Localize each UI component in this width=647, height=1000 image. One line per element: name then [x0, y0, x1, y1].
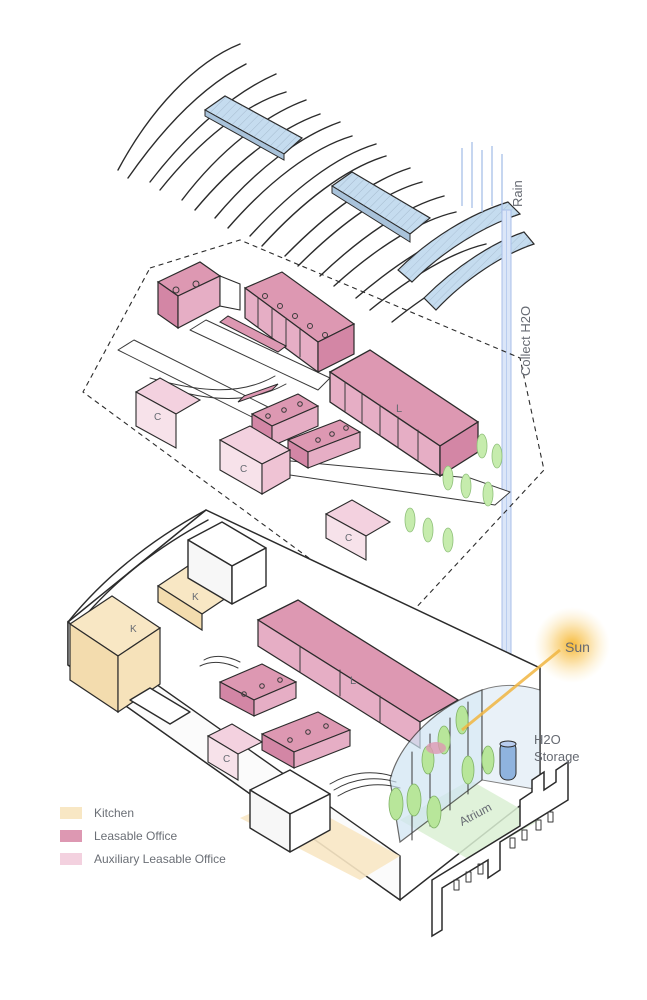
- rain-lines: [461, 142, 503, 214]
- auxiliary-block-upper-3: C: [324, 499, 392, 561]
- legend-label-leasable-office: Leasable Office: [94, 829, 178, 843]
- leasable-block-upper-left: [156, 261, 241, 330]
- sun: [461, 607, 610, 732]
- room-mark-kitchen-1: K: [130, 624, 137, 635]
- h2o-storage-label-line2: Storage: [534, 749, 580, 764]
- legend-item-auxiliary-office: Auxiliary Leasable Office: [60, 849, 226, 869]
- room-mark-aux-lower: C: [223, 754, 230, 765]
- room-mark-aux-1: C: [154, 412, 161, 423]
- legend-swatch-leasable-office: [60, 830, 82, 842]
- sun-ray: [461, 648, 561, 732]
- collect-h2o-label: Collect H2O: [518, 306, 533, 376]
- legend-label-kitchen: Kitchen: [94, 806, 135, 820]
- upper-floor-outline: [82, 239, 545, 626]
- legend-swatch-auxiliary-office: [60, 853, 82, 865]
- room-mark-aux-2: C: [240, 464, 247, 475]
- room-mark-leasable-lower: L: [350, 675, 356, 687]
- legend-swatch-kitchen: [60, 807, 82, 819]
- auxiliary-block-upper-1: C: [134, 377, 202, 449]
- legend: Kitchen Leasable Office Auxiliary Leasab…: [60, 803, 226, 872]
- room-mark-leasable-upper: L: [396, 403, 402, 415]
- upper-floor: L C C C: [82, 239, 545, 626]
- auxiliary-block-upper-2: C: [218, 425, 292, 495]
- legend-label-auxiliary-office: Auxiliary Leasable Office: [94, 852, 226, 866]
- upper-trees: [404, 433, 503, 553]
- room-mark-aux-3: C: [345, 533, 352, 544]
- leasable-row-upper: [243, 271, 356, 374]
- leasable-block-upper-large: L: [328, 349, 480, 478]
- skylight-panel-2: [330, 171, 432, 243]
- lower-floor: K K L: [67, 509, 569, 938]
- leasable-cells-lower: [218, 663, 352, 769]
- room-mark-kitchen-2: K: [192, 592, 199, 603]
- leasable-block-lower-large: L: [256, 599, 460, 750]
- sun-label: Sun: [565, 639, 590, 655]
- skylight-panel-1: [203, 95, 304, 161]
- rain-label: Rain: [510, 180, 525, 207]
- auxiliary-block-lower: C: [206, 723, 264, 781]
- legend-item-leasable-office: Leasable Office: [60, 826, 226, 846]
- legend-item-kitchen: Kitchen: [60, 803, 226, 823]
- front-facade: [431, 760, 569, 938]
- h2o-storage-tank: [499, 740, 517, 781]
- service-blocks: [129, 521, 331, 853]
- h2o-storage-label-line1: H2O: [534, 732, 561, 747]
